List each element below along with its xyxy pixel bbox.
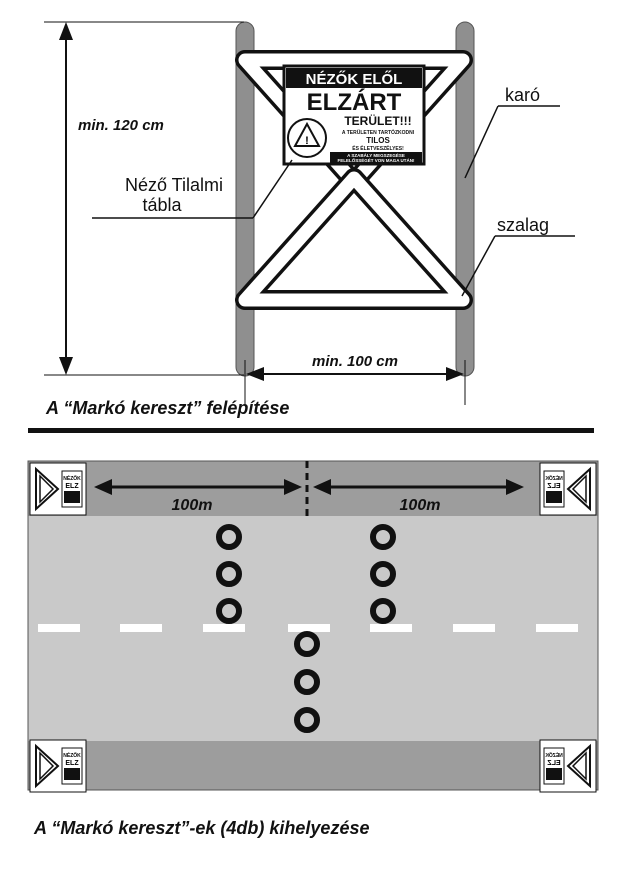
marko-cross-icon-top-left	[29, 462, 87, 516]
tire-icon	[370, 598, 396, 624]
sign-label-line2: tábla	[142, 195, 182, 215]
height-label: min. 120 cm	[78, 117, 164, 134]
sign-line-6: ÉS ÉLETVESZÉLYES!	[352, 144, 404, 152]
pole-callout: karó	[464, 85, 560, 179]
width-label: min. 100 cm	[312, 353, 398, 370]
tire-icon	[216, 561, 242, 587]
tire-stack-right	[370, 524, 396, 624]
tire-icon	[294, 669, 320, 695]
distance-label-left: 100m	[172, 497, 213, 514]
tape-label: szalag	[497, 215, 549, 235]
sign-line-8: FELELŐSSÉGÉT VON MAGA UTÁN!	[337, 156, 415, 163]
tire-stack-left	[216, 524, 242, 624]
sign-line-2: ELZÁRT	[307, 88, 402, 116]
marko-cross-icon-top-right	[539, 462, 597, 516]
tire-icon	[216, 524, 242, 550]
tape-callout: szalag	[461, 215, 575, 297]
tire-icon	[370, 524, 396, 550]
sign-line-1: NÉZŐK ELŐL	[306, 70, 403, 88]
tire-icon	[294, 707, 320, 733]
sign-callout: Néző Tilalmi tábla	[92, 159, 293, 219]
tire-icon	[370, 561, 396, 587]
pole-label: karó	[505, 85, 540, 105]
distance-arrow-left: 100m	[94, 479, 302, 514]
sign-line-4: A TERÜLETEN TARTÓZKODNI	[342, 128, 415, 136]
verge-bottom	[28, 741, 598, 790]
tire-icon	[216, 598, 242, 624]
structure-caption: A “Markó kereszt” felépítése	[46, 398, 290, 418]
placement-map: 100m 100m	[27, 460, 599, 793]
sign-label-line1: Néző Tilalmi	[125, 175, 223, 195]
spectator-prohibition-sign: NÉZŐK ELŐL ELZÁRT TERÜLET!!! ! A TERÜLET…	[282, 64, 426, 166]
marko-cross-icon-bottom-right	[539, 739, 597, 793]
marko-cross-icon-bottom-left	[29, 739, 87, 793]
tire-stack-center	[294, 631, 320, 733]
warning-emblem-icon	[287, 118, 327, 158]
distance-arrow-right: 100m	[313, 479, 524, 514]
tire-icon	[294, 631, 320, 657]
sign-line-3: TERÜLET!!!	[344, 113, 411, 128]
marko-cross-structure: NÉZŐK ELŐL ELZÁRT TERÜLET!!! ! A TERÜLET…	[44, 21, 575, 405]
height-dimension: min. 120 cm	[44, 21, 244, 376]
sign-line-7: A SZABÁLY MEGSZEGÉSE	[347, 151, 405, 158]
width-dimension: min. 100 cm	[244, 353, 466, 405]
section-divider	[28, 428, 594, 433]
lane-markings	[38, 624, 578, 632]
distance-label-right: 100m	[400, 497, 441, 514]
placement-caption: A “Markó kereszt”-ek (4db) kihelyezése	[34, 818, 370, 838]
svg-text:!: !	[305, 135, 309, 147]
sign-line-5: TILOS	[366, 136, 390, 145]
